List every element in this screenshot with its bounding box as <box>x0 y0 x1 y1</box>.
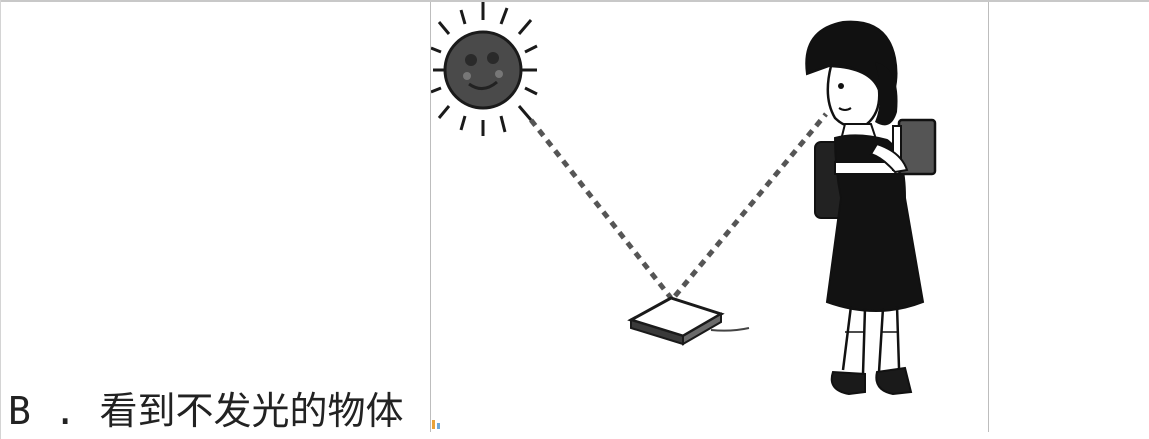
illustration-frame <box>430 2 989 432</box>
broken-image-icon <box>432 420 440 429</box>
girl-figure <box>805 20 937 396</box>
sun-icon <box>431 2 538 136</box>
incident-ray <box>529 118 673 300</box>
reflected-ray <box>673 112 828 298</box>
light-reflection-illustration <box>431 2 937 396</box>
left-rule <box>0 0 1 439</box>
option-b-text: B . 看到不发光的物体 <box>8 389 404 433</box>
top-rule <box>0 0 1149 2</box>
book-icon <box>627 296 750 346</box>
